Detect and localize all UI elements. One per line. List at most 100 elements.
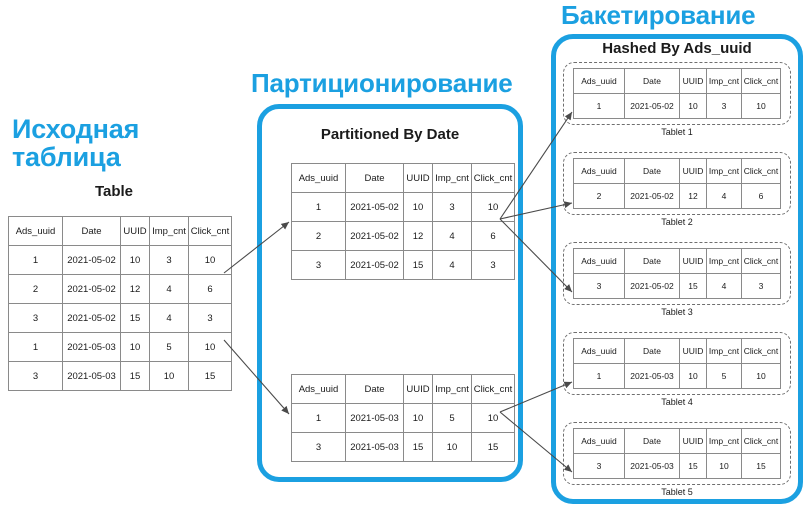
table-cell: 4	[706, 183, 742, 209]
table-cell: 10	[120, 245, 150, 275]
table-cell: 10	[679, 93, 707, 119]
column-header-ads_uuid: Ads_uuid	[8, 216, 63, 246]
column-header-date: Date	[345, 374, 404, 404]
tablet-label: Tablet 4	[661, 397, 693, 407]
bucket-table-caption: Hashed By Ads_uuid	[602, 40, 752, 57]
table-cell: 2	[8, 274, 63, 304]
table-cell: 2021-05-02	[624, 93, 680, 119]
tablet-label: Tablet 1	[661, 127, 693, 137]
table-cell: 15	[188, 361, 232, 391]
section-heading-partitioning: Партиционирование	[251, 68, 513, 98]
column-header-imp_cnt: Imp_cnt	[706, 428, 742, 454]
table-cell: 15	[120, 361, 150, 391]
section-heading-bucketing: Бакетирование	[561, 0, 756, 30]
table-cell: 10	[403, 403, 433, 433]
table-cell: 10	[471, 403, 515, 433]
table-cell: 3	[706, 93, 742, 119]
table-cell: 1	[573, 93, 625, 119]
table-cell: 2	[291, 221, 346, 251]
table-cell: 2021-05-03	[624, 363, 680, 389]
table-cell: 10	[149, 361, 189, 391]
column-header-uuid: UUID	[679, 68, 707, 94]
table-cell: 10	[706, 453, 742, 479]
table-cell: 6	[471, 221, 515, 251]
table-cell: 1	[291, 192, 346, 222]
table-cell: 4	[432, 250, 472, 280]
table-cell: 10	[741, 93, 781, 119]
column-header-click_cnt: Click_cnt	[741, 68, 781, 94]
column-header-click_cnt: Click_cnt	[471, 163, 515, 193]
column-header-imp_cnt: Imp_cnt	[149, 216, 189, 246]
table-cell: 5	[149, 332, 189, 362]
column-header-imp_cnt: Imp_cnt	[706, 338, 742, 364]
table-cell: 3	[432, 192, 472, 222]
column-header-click_cnt: Click_cnt	[741, 248, 781, 274]
table-cell: 2021-05-03	[345, 403, 404, 433]
table-cell: 2021-05-02	[345, 192, 404, 222]
table-cell: 15	[403, 250, 433, 280]
table-cell: 15	[471, 432, 515, 462]
table-cell: 3	[8, 303, 63, 333]
table-cell: 10	[188, 245, 232, 275]
table-cell: 2021-05-02	[62, 274, 121, 304]
table-cell: 3	[8, 361, 63, 391]
column-header-ads_uuid: Ads_uuid	[573, 68, 625, 94]
table-cell: 2021-05-02	[345, 221, 404, 251]
column-header-ads_uuid: Ads_uuid	[291, 374, 346, 404]
table-cell: 1	[8, 332, 63, 362]
column-header-click_cnt: Click_cnt	[741, 428, 781, 454]
column-header-date: Date	[624, 428, 680, 454]
table-cell: 6	[741, 183, 781, 209]
table-cell: 5	[432, 403, 472, 433]
column-header-date: Date	[624, 338, 680, 364]
table-cell: 2021-05-03	[62, 332, 121, 362]
column-header-uuid: UUID	[679, 248, 707, 274]
column-header-uuid: UUID	[403, 163, 433, 193]
section-heading-source-table: Исходная таблица	[12, 114, 140, 173]
table-cell: 3	[471, 250, 515, 280]
column-header-uuid: UUID	[679, 158, 707, 184]
table-cell: 4	[149, 303, 189, 333]
column-header-date: Date	[624, 68, 680, 94]
column-header-ads_uuid: Ads_uuid	[291, 163, 346, 193]
table-cell: 2021-05-02	[624, 183, 680, 209]
table-cell: 12	[120, 274, 150, 304]
source-table-caption: Table	[94, 183, 134, 200]
table-cell: 12	[403, 221, 433, 251]
column-header-date: Date	[624, 248, 680, 274]
table-cell: 3	[741, 273, 781, 299]
table-cell: 3	[291, 250, 346, 280]
table-cell: 2021-05-02	[624, 273, 680, 299]
table-cell: 10	[403, 192, 433, 222]
table-cell: 15	[679, 453, 707, 479]
table-cell: 3	[291, 432, 346, 462]
table-cell: 1	[573, 363, 625, 389]
table-cell: 3	[149, 245, 189, 275]
table-cell: 2021-05-03	[345, 432, 404, 462]
table-cell: 3	[573, 273, 625, 299]
